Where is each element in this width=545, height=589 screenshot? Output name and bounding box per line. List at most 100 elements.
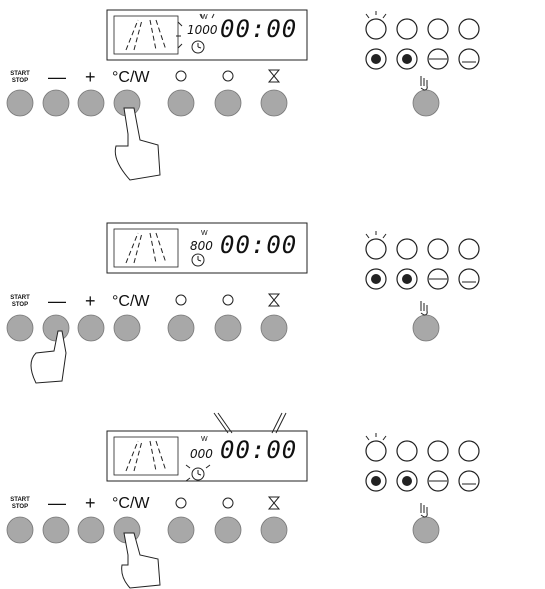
start-label: START — [10, 497, 30, 503]
temp-watt-label: °C/W — [112, 293, 150, 310]
bottom-heat-icon — [458, 470, 480, 492]
hot-air-icon — [458, 440, 480, 462]
function-knob[interactable] — [412, 89, 440, 117]
timer-button[interactable] — [214, 516, 242, 544]
pressing-hand-icon — [114, 107, 161, 181]
hourglass-icon — [267, 69, 281, 83]
bottom-heat-icon — [458, 268, 480, 290]
panel-2: START STOP — + °C/W 800 W 00:00 — [0, 213, 545, 403]
display-frame — [106, 9, 308, 61]
clock-icon — [191, 40, 205, 54]
minus-button[interactable] — [42, 516, 70, 544]
clock-button[interactable] — [167, 314, 195, 342]
display-frame — [106, 430, 308, 482]
oven-window — [113, 436, 179, 476]
fan-bottom-heat-icon — [365, 470, 387, 492]
convection-fan-icon — [365, 18, 387, 40]
timer-symbol-icon — [222, 497, 234, 509]
watt-unit: W — [201, 436, 208, 443]
function-knob[interactable] — [412, 516, 440, 544]
function-knob[interactable] — [412, 314, 440, 342]
minus-label: — — [48, 493, 66, 513]
stop-label: STOP — [11, 504, 29, 510]
hourglass-button[interactable] — [260, 314, 288, 342]
temp-watt-label: °C/W — [112, 495, 150, 512]
hot-air-icon — [458, 238, 480, 260]
time-readout: 00:00 — [220, 436, 298, 464]
timer-button[interactable] — [214, 314, 242, 342]
panel-1: START STOP — + °C/W 1000 W 00:00 — [0, 0, 545, 190]
temp-watt-button[interactable] — [113, 314, 141, 342]
plus-button[interactable] — [77, 516, 105, 544]
fan-bottom-heat-icon — [365, 268, 387, 290]
oven-window — [113, 15, 179, 55]
top-heat-icon — [427, 470, 449, 492]
clock-icon — [191, 467, 205, 481]
start-stop-button[interactable] — [6, 314, 34, 342]
oven-window-hatch — [125, 19, 167, 51]
hand-pointer-small-icon — [420, 301, 428, 316]
plus-button[interactable] — [77, 89, 105, 117]
defrost-icon — [396, 18, 418, 40]
pizza-icon — [396, 48, 418, 70]
panel-1-graphics — [6, 9, 480, 181]
start-label: START — [10, 295, 30, 301]
temp-watt-label: °C/W — [112, 69, 150, 86]
start-stop-button[interactable] — [6, 89, 34, 117]
fan-grill-icon — [427, 440, 449, 462]
watt-unit: W — [201, 230, 208, 237]
clock-symbol-icon — [175, 294, 187, 306]
timer-symbol-icon — [222, 70, 234, 82]
convection-fan-icon — [365, 440, 387, 462]
plus-label: + — [85, 493, 96, 513]
minus-button[interactable] — [42, 314, 70, 342]
minus-label: — — [48, 67, 66, 87]
panel-3-graphics — [6, 412, 480, 589]
oven-window — [113, 228, 179, 268]
defrost-icon — [396, 238, 418, 260]
time-readout: 00:00 — [220, 15, 298, 43]
top-heat-icon — [427, 268, 449, 290]
blink-rays — [185, 412, 287, 482]
plus-button[interactable] — [77, 314, 105, 342]
hand-pointer-small-icon — [420, 503, 428, 518]
display-frame — [106, 222, 308, 274]
power-readout: 000 — [190, 447, 213, 461]
convection-fan-icon — [365, 238, 387, 260]
pressing-hand-icon — [30, 330, 67, 384]
power-readout: 800 — [190, 239, 213, 253]
bottom-heat-icon — [458, 48, 480, 70]
minus-label: — — [48, 291, 66, 311]
plus-label: + — [85, 291, 96, 311]
fan-bottom-heat-icon — [365, 48, 387, 70]
blink-rays — [176, 13, 215, 49]
minus-button[interactable] — [42, 89, 70, 117]
clock-symbol-icon — [175, 70, 187, 82]
clock-button[interactable] — [167, 516, 195, 544]
hourglass-icon — [267, 496, 281, 510]
oven-window-hatch — [125, 232, 167, 264]
pizza-icon — [396, 470, 418, 492]
stop-label: STOP — [11, 78, 29, 84]
panel-2-graphics — [6, 222, 480, 384]
clock-button[interactable] — [167, 89, 195, 117]
defrost-icon — [396, 440, 418, 462]
oven-window-hatch — [125, 440, 167, 472]
fan-grill-icon — [427, 18, 449, 40]
time-readout: 00:00 — [220, 231, 298, 259]
hourglass-button[interactable] — [260, 516, 288, 544]
fan-grill-icon — [427, 238, 449, 260]
watt-unit: W — [201, 14, 208, 21]
hourglass-button[interactable] — [260, 89, 288, 117]
clock-icon — [191, 253, 205, 267]
timer-symbol-icon — [222, 294, 234, 306]
clock-symbol-icon — [175, 497, 187, 509]
power-readout: 1000 — [187, 23, 218, 37]
pizza-icon — [396, 268, 418, 290]
top-heat-icon — [427, 48, 449, 70]
timer-button[interactable] — [214, 89, 242, 117]
hand-pointer-small-icon — [420, 76, 428, 91]
start-stop-button[interactable] — [6, 516, 34, 544]
plus-label: + — [85, 67, 96, 87]
start-label: START — [10, 71, 30, 77]
